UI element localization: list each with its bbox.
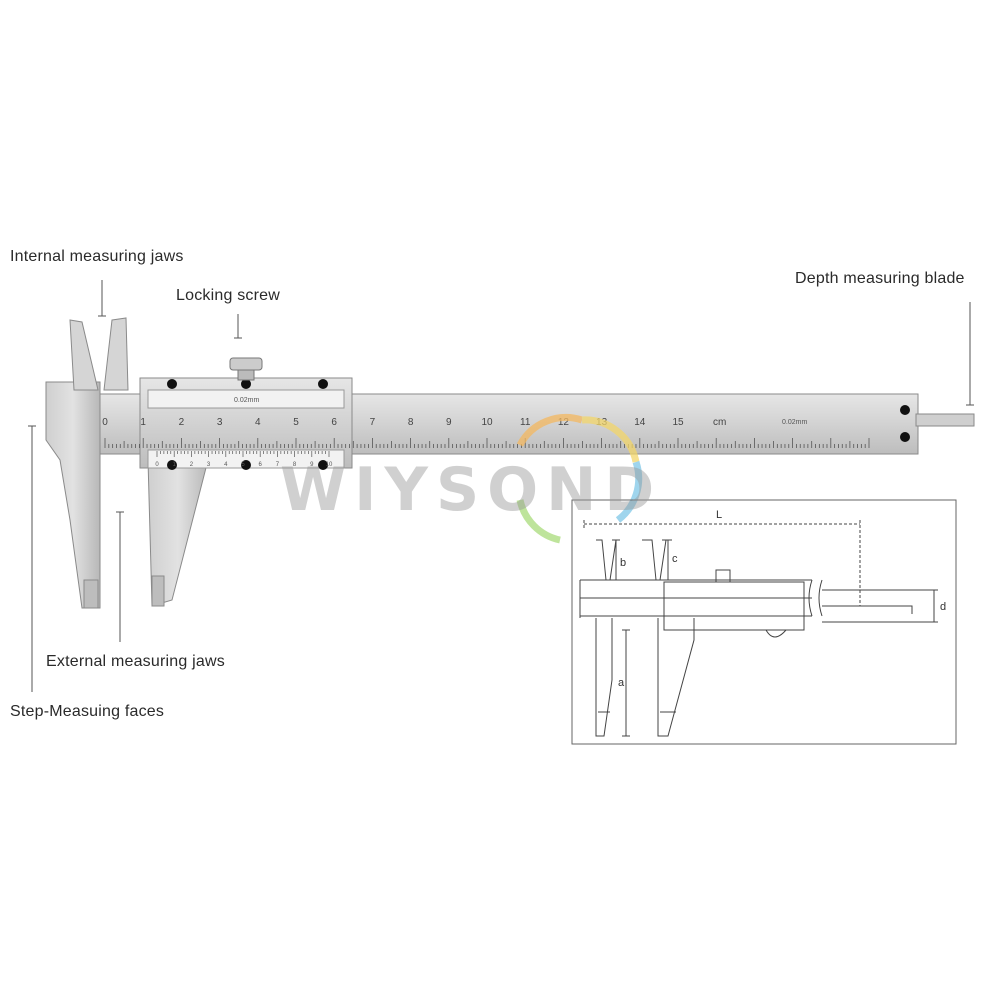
vernier-number: 0 [155,462,159,468]
fixed-jaw [45,319,101,609]
main-scale-number: 7 [370,417,376,428]
watermark-text: WIYSOND [280,455,663,525]
main-scale-number: 5 [293,417,299,428]
sliding-jaw [103,317,353,607]
vernier-number: 7 [276,462,280,468]
vernier-number: 10 [326,462,333,468]
vernier-number: 4 [224,462,228,468]
vernier-number: 2 [190,462,194,468]
main-scale-number: 12 [558,417,570,428]
vernier-number: 6 [259,462,263,468]
vernier-number: 8 [293,462,297,468]
main-scale-number: 10 [481,417,493,428]
vernier-number: 1 [173,462,177,468]
main-scale-number: 4 [255,417,261,428]
schematic-dimension-labels: L b c a d [618,509,946,689]
vernier-number: 5 [241,462,245,468]
vernier-scale-ticks [156,451,330,457]
dim-L-label: L [716,509,722,521]
leader-lines [28,280,974,692]
main-scale-number: 0 [102,417,108,428]
main-scale-ticks [104,438,870,448]
internal-jaws-label: Internal measuring jaws [10,248,184,265]
watermark-ring [516,413,643,544]
depth-blade-label: Depth measuring blade [795,270,965,287]
vernier-plate-text: 0.02mm [234,397,259,404]
main-scale-number: 3 [217,417,223,428]
main-scale-number: 11 [520,417,531,428]
scale-unit: cm [713,417,726,428]
step-faces-label: Step-Measuing faces [10,703,165,720]
dim-b-label: b [620,557,626,569]
main-scale-number: 15 [672,417,684,428]
locking-screw-label: Locking screw [176,287,280,304]
dim-c-label: c [672,553,678,565]
vernier-number: 3 [207,462,211,468]
dim-a-label: a [618,677,625,689]
main-scale-number: 1 [140,417,146,428]
main-scale-number: 2 [179,417,185,428]
main-scale-number: 6 [331,417,337,428]
dim-d-label: d [940,601,946,613]
main-scale-number: 14 [634,417,646,428]
external-jaws-label: External measuring jaws [46,653,225,670]
main-scale-number: 8 [408,417,414,428]
scale-precision: 0.02mm [782,419,807,426]
locking-screw [229,357,263,381]
vernier-scale-numbers: 0 1 2 3 4 5 6 7 8 9 10 [155,462,333,468]
schematic-drawing [571,499,957,745]
vernier-number: 9 [310,462,314,468]
main-scale-number: 9 [446,417,452,428]
